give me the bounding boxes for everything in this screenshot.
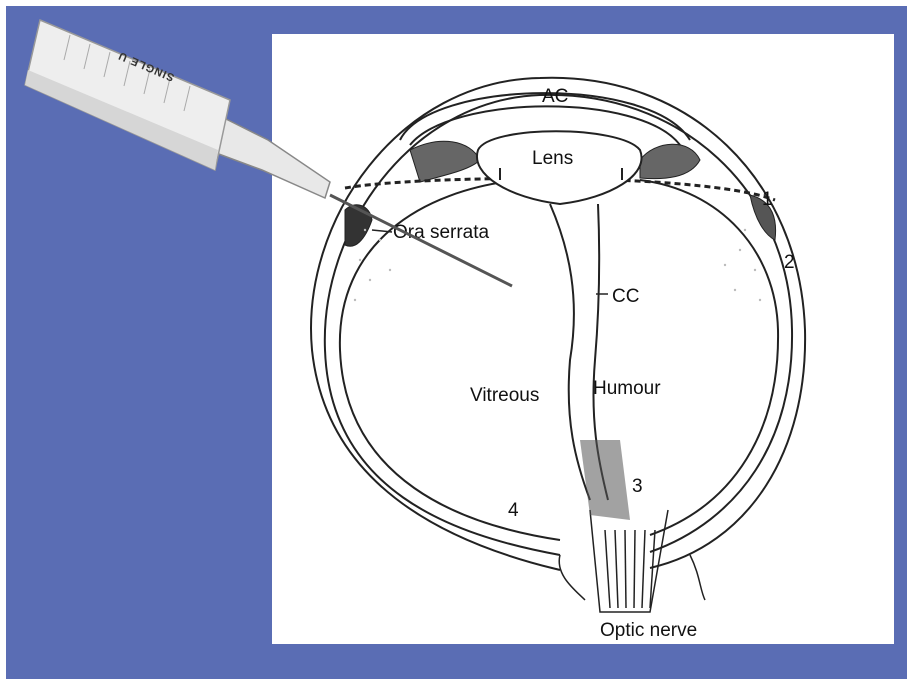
syringe-hub (208, 115, 330, 198)
label-ac: AC (542, 86, 568, 107)
marker-1: 1 (762, 189, 773, 210)
retina-markers: 1 2 3 4 (508, 189, 795, 521)
label-lens: Lens (532, 148, 573, 169)
optic-nerve (559, 510, 705, 612)
optic-disc-fibers (580, 440, 630, 520)
marker-2: 2 (784, 252, 795, 273)
label-humour: Humour (593, 378, 661, 399)
label-cc: CC (612, 286, 639, 307)
label-optic-nerve: Optic nerve (600, 620, 697, 641)
marker-4: 4 (508, 500, 519, 521)
marker-3: 3 (632, 476, 643, 497)
label-vitreous: Vitreous (470, 385, 539, 406)
choroid-line-right (640, 180, 778, 535)
